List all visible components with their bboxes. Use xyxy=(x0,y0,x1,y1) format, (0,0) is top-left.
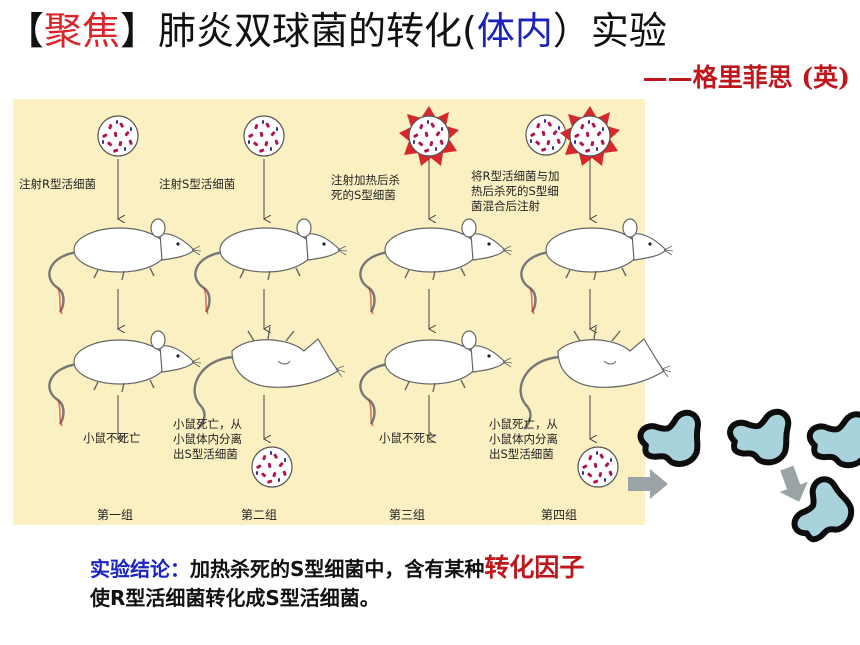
col1-injection-label: 注射R型活细菌 xyxy=(19,177,96,191)
title-main: 肺炎双球菌的转化( xyxy=(158,9,477,53)
col2-result-label: 小鼠死亡，从小鼠体内分离出S型活细菌 xyxy=(173,417,242,461)
title-bracket-open: 【 xyxy=(6,9,45,53)
conclusion-text1: 加热杀死的S型细菌中，含有某种 xyxy=(190,557,485,581)
bacterium-2 xyxy=(727,408,799,472)
col3-result-label: 小鼠不死亡 xyxy=(379,431,437,445)
col1-top-dish xyxy=(97,115,139,157)
col3-injection-label: 注射加热后杀死的S型细菌 xyxy=(331,173,400,202)
bacterium-4 xyxy=(791,475,860,550)
col4-mouse-injected xyxy=(520,217,675,316)
col4-r-dish xyxy=(525,114,567,156)
gray-arrow-2 xyxy=(779,465,808,502)
col4-mouse-dead xyxy=(519,325,673,431)
conclusion-highlight: 转化因子 xyxy=(484,553,585,582)
col2-top-dish xyxy=(243,115,285,157)
col2-mouse-dead xyxy=(193,325,347,431)
experiment-diagram: 注射R型活细菌 注射S型活细菌 注射加热后杀死的S型细菌 将R型活细菌与加热后杀… xyxy=(13,99,675,525)
conclusion-label: 实验结论： xyxy=(90,557,190,581)
title-highlight: 体内 xyxy=(476,9,553,53)
col2-result-dish xyxy=(251,446,293,488)
title-bracket-close: 】 xyxy=(120,9,159,53)
title-end: ）实验 xyxy=(552,9,667,53)
page-title: 【聚焦】肺炎双球菌的转化(体内）实验 xyxy=(6,8,667,54)
col2-injection-label: 注射S型活细菌 xyxy=(159,177,236,191)
bacterium-1 xyxy=(637,409,710,476)
subtitle: ——格里菲思 (英) xyxy=(642,63,850,92)
col4-result-dish xyxy=(577,446,619,488)
group-label-4: 第四组 xyxy=(541,508,578,522)
col4-result-label: 小鼠死亡，从小鼠体内分离出S型活细菌 xyxy=(489,417,558,461)
conclusion-text2: 使R型活细菌转化成S型活细菌。 xyxy=(90,586,380,610)
title-tag: 聚焦 xyxy=(44,9,121,53)
col2-mouse-injected xyxy=(194,217,349,316)
group-label-3: 第三组 xyxy=(389,508,426,522)
group-label-2: 第二组 xyxy=(241,508,278,522)
bacterium-3 xyxy=(807,410,860,475)
col4-s-dish xyxy=(569,115,611,157)
col1-mouse-injected xyxy=(48,217,203,316)
col3-top-dish xyxy=(408,115,450,157)
col1-result-label: 小鼠不死亡 xyxy=(83,431,141,445)
col1-mouse-alive xyxy=(48,329,203,428)
col3-mouse-injected xyxy=(359,217,514,316)
col3-mouse-alive xyxy=(359,329,514,428)
conclusion: 实验结论：加热杀死的S型细菌中，含有某种转化因子 使R型活细菌转化成S型活细菌。 xyxy=(90,553,584,613)
group-label-1: 第一组 xyxy=(97,508,134,522)
col4-injection-label: 将R型活细菌与加热后杀死的S型细菌混合后注射 xyxy=(471,169,560,213)
diagram-graphics xyxy=(48,106,675,488)
